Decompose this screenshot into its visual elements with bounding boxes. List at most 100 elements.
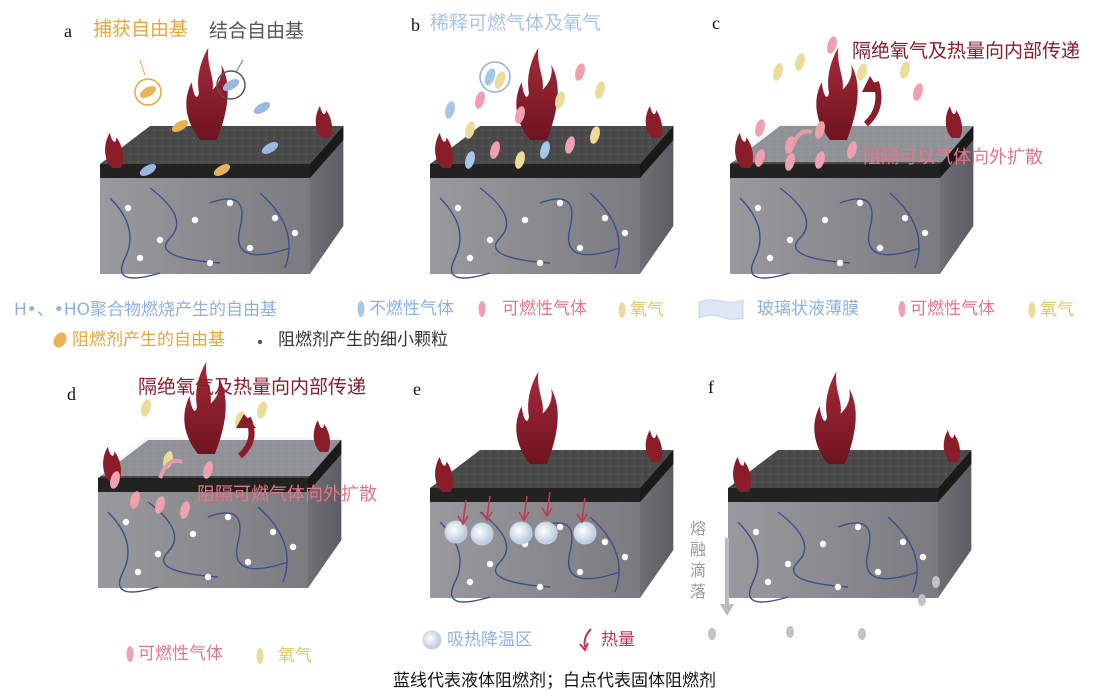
isolate-oxygen-heat-label-c: 隔绝氧气及热量向内部传递 bbox=[852, 40, 1081, 62]
side-flame-icon bbox=[645, 106, 663, 138]
isolate-arrow-head bbox=[862, 76, 880, 92]
side-flame-icon bbox=[435, 456, 454, 492]
solid-retardant-dot bbox=[821, 216, 829, 224]
gas-oval bbox=[575, 63, 585, 81]
side-flame-icon bbox=[313, 420, 331, 452]
char-layer-front bbox=[100, 164, 310, 178]
liquid-retardant-line bbox=[589, 516, 620, 593]
legend-oxygen-3: 氧气 bbox=[256, 647, 312, 665]
block-top-surface bbox=[430, 450, 674, 488]
solid-retardant-dot bbox=[291, 229, 299, 237]
solid-retardant-dot bbox=[134, 568, 142, 576]
melt-drip bbox=[918, 594, 926, 606]
melt-char-3: 滴 bbox=[689, 561, 706, 580]
solid-retardant-dot bbox=[919, 553, 927, 561]
solid-retardant-dot bbox=[786, 236, 794, 244]
heat-arrow bbox=[462, 499, 467, 523]
liquid-retardant-line bbox=[589, 192, 620, 269]
solid-retardant-dot bbox=[204, 573, 212, 581]
block-front-face bbox=[430, 488, 640, 598]
combine-circle bbox=[216, 70, 246, 100]
char-layer-front bbox=[430, 488, 640, 502]
gas-oval bbox=[180, 501, 190, 519]
block-gas-label-c: 阻隔可以气体向外扩散 bbox=[863, 147, 1043, 168]
panel-letter-a: a bbox=[64, 21, 72, 41]
liquid-retardant-line bbox=[107, 511, 159, 593]
capture-radicals-label: 捕获自由基 bbox=[93, 18, 189, 40]
yellow-oval-icon-2 bbox=[1028, 302, 1036, 318]
liquid-retardant-line bbox=[839, 198, 921, 256]
pointer-line bbox=[139, 59, 146, 76]
solid-retardant-dot bbox=[621, 229, 629, 237]
dilute-gas-label: 稀释可燃气体及氧气 bbox=[430, 12, 602, 34]
solid-retardant-dot bbox=[466, 578, 474, 586]
liquid-retardant-line bbox=[209, 198, 291, 256]
char-layer-right bbox=[640, 450, 674, 502]
gas-oval bbox=[490, 141, 500, 159]
gas-oval bbox=[847, 141, 857, 159]
liquid-retardant-line bbox=[149, 187, 221, 264]
legend-glass-film: 玻璃状液薄膜 bbox=[697, 296, 859, 322]
main-flame-icon bbox=[186, 47, 228, 140]
solid-retardant-dot bbox=[289, 543, 297, 551]
heat-arrow-head bbox=[576, 513, 588, 524]
liquid-retardant-line bbox=[889, 192, 920, 269]
block-top-surface bbox=[728, 450, 972, 488]
solid-retardant-dot bbox=[189, 530, 197, 538]
solid-retardant-dot bbox=[122, 518, 130, 526]
heat-arrow-head bbox=[518, 511, 530, 522]
solid-retardant-dot bbox=[536, 583, 544, 591]
legend-endothermic-zone: 吸热降温区 bbox=[421, 629, 532, 651]
char-layer-right bbox=[640, 126, 674, 178]
gas-oval bbox=[755, 149, 765, 167]
panel-letter-b: b bbox=[411, 15, 420, 35]
gas-oval bbox=[590, 126, 600, 144]
solid-retardant-dot bbox=[836, 259, 844, 267]
legend-heat: 热量 bbox=[575, 627, 635, 653]
liquid-retardant-line bbox=[207, 512, 289, 570]
solid-retardant-dot bbox=[601, 214, 609, 222]
retardant-radical-oval bbox=[139, 86, 157, 98]
solid-retardant-dot bbox=[834, 583, 842, 591]
retardant-radical-oval bbox=[171, 120, 189, 132]
gas-oval bbox=[900, 61, 910, 79]
block-front-face bbox=[730, 164, 940, 274]
heat-arrow bbox=[546, 491, 551, 515]
melt-char-1: 熔 bbox=[689, 519, 706, 538]
pink-oval-icon-3 bbox=[126, 646, 134, 662]
block-top-surface bbox=[100, 126, 344, 164]
solid-retardant-dot bbox=[876, 244, 884, 252]
block-arrow bbox=[790, 129, 813, 149]
blocks-layer bbox=[96, 47, 976, 603]
gas-oval bbox=[445, 101, 455, 119]
main-flame-icon bbox=[516, 371, 558, 464]
endothermic-bubble bbox=[534, 521, 558, 545]
gas-oval bbox=[203, 461, 213, 479]
liquid-retardant-line bbox=[539, 522, 621, 580]
gas-oval bbox=[755, 119, 765, 137]
endothermic-bubble bbox=[509, 521, 533, 545]
solid-retardant-dot bbox=[601, 538, 609, 546]
endothermic-bubble bbox=[470, 522, 494, 546]
legend-flammable-gas: 可燃性气体 bbox=[478, 300, 587, 318]
solid-retardant-dot bbox=[764, 578, 772, 586]
radical-oval bbox=[253, 102, 271, 114]
solid-retardant-dot bbox=[856, 199, 864, 207]
solid-retardant-dot bbox=[921, 229, 929, 237]
gas-oval bbox=[141, 399, 151, 417]
solid-retardant-dot bbox=[136, 254, 144, 262]
block-f bbox=[728, 371, 972, 603]
heat-arrow-head bbox=[457, 515, 469, 526]
melt-char-2: 融 bbox=[689, 540, 706, 559]
liquid-retardant-line bbox=[109, 197, 161, 279]
solid-retardant-dot bbox=[576, 568, 584, 576]
oxygen-oval bbox=[494, 71, 506, 89]
char-layer-right bbox=[308, 440, 342, 492]
gray-dot-icon bbox=[257, 339, 263, 345]
gas-oval bbox=[595, 81, 605, 99]
heat-arrow bbox=[486, 495, 491, 519]
side-flame-icon bbox=[645, 430, 663, 462]
melt-drip bbox=[932, 576, 940, 588]
char-layer-front bbox=[430, 164, 640, 178]
